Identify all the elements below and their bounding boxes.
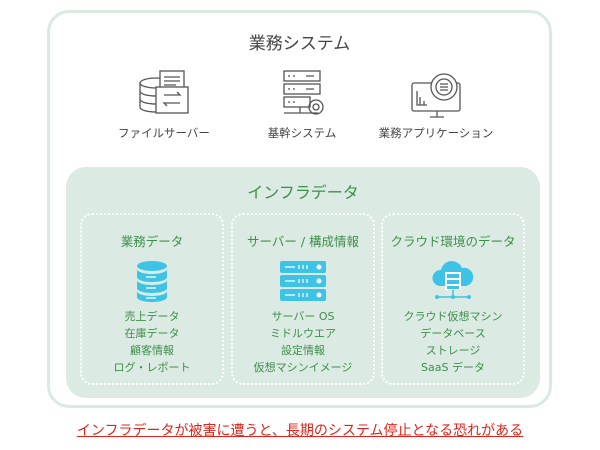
group-item: 仮想マシンイメージ — [253, 361, 353, 374]
group-title: サーバー / 構成情報 — [246, 234, 360, 249]
database-icon — [137, 261, 167, 302]
group-item: ログ・レポート — [113, 361, 191, 374]
group-item: 設定情報 — [281, 344, 325, 357]
business-system-panel: 業務システム ファイルサーバー 基幹システム 業務アプリケーション インフラデー… — [47, 10, 552, 408]
server-rack-icon — [280, 261, 326, 301]
server-gear-icon — [283, 70, 324, 115]
group-item: ストレージ — [425, 344, 481, 357]
group-title: 業務データ — [120, 234, 184, 249]
system-item-label: ファイルサーバー — [118, 126, 210, 140]
group-item: 売上データ — [124, 310, 180, 323]
group-item: データベース — [420, 327, 486, 340]
infra-data-panel: インフラデータ 業務データ 売上データ 在庫データ 顧客情報 ログ・レポート サ… — [66, 167, 540, 398]
group-item: 在庫データ — [124, 327, 180, 340]
monitor-gear-icon — [411, 73, 461, 118]
infra-group-server-config: サーバー / 構成情報 サーバー OS ミドルウエア 設定情報 仮想マシンイメー… — [231, 213, 375, 385]
group-item: サーバー OS — [271, 310, 335, 323]
infra-group-cloud-data: クラウド環境のデータ クラウド仮想マシン データベース ストレージ SaaS デ… — [381, 213, 525, 385]
group-item: ミドルウエア — [270, 327, 336, 340]
group-item: 顧客情報 — [130, 344, 174, 357]
cloud-server-icon — [432, 261, 474, 299]
infra-group-business-data: 業務データ 売上データ 在庫データ 顧客情報 ログ・レポート — [80, 213, 224, 385]
system-item-business-app: 業務アプリケーション — [366, 69, 506, 141]
infra-data-title: インフラデータ — [247, 183, 359, 202]
group-item: クラウド仮想マシン — [403, 310, 503, 323]
warning-text: インフラデータが被害に遭うと、長期のシステム停止となる恐れがある — [76, 423, 524, 439]
system-item-core-system: 基幹システム — [232, 69, 372, 141]
system-item-file-server: ファイルサーバー — [94, 69, 234, 141]
group-item: SaaS データ — [421, 361, 485, 374]
business-system-title: 業務システム — [248, 34, 351, 54]
file-server-icon — [139, 70, 189, 114]
system-item-label: 業務アプリケーション — [378, 126, 494, 140]
system-item-label: 基幹システム — [267, 126, 337, 140]
group-title: クラウド環境のデータ — [390, 234, 516, 249]
